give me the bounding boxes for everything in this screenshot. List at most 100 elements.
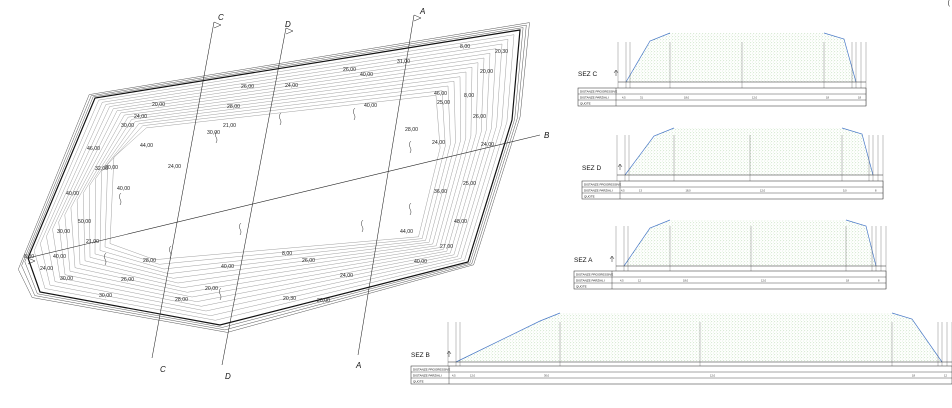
section-title: SEZ D xyxy=(582,165,601,172)
cut-flag xyxy=(413,14,422,22)
cut-label-top: B xyxy=(544,131,550,140)
elevation-label: 31,00 xyxy=(397,59,410,65)
cut-label-bottom: C xyxy=(160,365,166,374)
data-table xyxy=(410,365,952,385)
contour-ring xyxy=(94,81,456,274)
slope-line-left xyxy=(624,127,675,176)
table-cell-value: 18,0 xyxy=(684,95,690,99)
table-cell-value: 4,5 xyxy=(452,373,456,377)
elevation-label: 40,00 xyxy=(360,72,373,78)
table-cell-value: 13 xyxy=(639,188,642,192)
flow-arrow xyxy=(238,222,242,236)
table-row-label: DISTANZE PARZIALI xyxy=(580,95,609,99)
flow-arrow xyxy=(168,245,172,259)
table-row-label: DISTANZE PROGRESSIVE xyxy=(413,367,450,371)
table-row-label: DISTANZE PROGRESSIVE xyxy=(576,272,613,276)
table-cell-value: 12,0 xyxy=(710,373,716,377)
table-cell-value: 31 xyxy=(640,95,643,99)
elevation-label: 44,00 xyxy=(140,143,153,149)
elevation-label: 24,00 xyxy=(285,83,298,89)
slope-line-left xyxy=(625,32,671,83)
table-row-label: QUOTE xyxy=(580,101,591,105)
elevation-label: 28,00 xyxy=(405,127,418,133)
data-table xyxy=(581,180,884,200)
elevation-label: 24,00 xyxy=(134,114,147,120)
table-cell-value: 30,0 xyxy=(544,373,550,377)
elevation-label: 30,00 xyxy=(60,276,73,282)
table-cell-value: 18,0 xyxy=(683,278,689,282)
elevation-label: 40,00 xyxy=(414,259,427,265)
fill-area xyxy=(625,128,873,175)
table-cell-value: 5,0 xyxy=(843,188,847,192)
fill-area xyxy=(456,313,942,362)
contour-ring xyxy=(52,48,497,307)
contour-ring xyxy=(99,85,451,270)
elevation-label: 20,00 xyxy=(105,165,118,171)
cut-label-top: D xyxy=(285,20,291,29)
elevation-label: 40,00 xyxy=(53,254,66,260)
flow-arrow xyxy=(118,192,122,206)
elevation-label: 24,00 xyxy=(432,140,445,146)
elevation-labels: 8,00 20,30 26,00 31,00 20,00 26,00 24,00 40,00 4… xyxy=(24,44,508,304)
section-title: SEZ C xyxy=(578,71,597,78)
table-row-label: DISTANZE PARZIALI xyxy=(413,373,442,377)
elevation-label: 30,00 xyxy=(207,130,220,136)
elevation-label: 21,00 xyxy=(86,239,99,245)
table-row-label: DISTANZE PARZIALI xyxy=(576,278,605,282)
contour-ring xyxy=(33,34,515,321)
contour-ring xyxy=(58,53,491,302)
elevation-label: 40,00 xyxy=(221,264,234,270)
cut-label-bottom: D xyxy=(225,372,231,381)
cut-label-top: A xyxy=(419,7,425,16)
elevation-label: 26,00 xyxy=(121,277,134,283)
elevation-label: 20,00 xyxy=(205,286,218,292)
boundary-ring xyxy=(24,27,524,328)
flow-arrow xyxy=(214,130,218,144)
contour-ring xyxy=(104,90,446,265)
table-cell-value: 4,5 xyxy=(620,278,624,282)
fill-area xyxy=(626,33,856,82)
elevation-label: 40,00 xyxy=(117,186,130,192)
flow-arrow xyxy=(103,252,107,266)
contour-lines xyxy=(33,34,515,321)
elevation-label: 24,00 xyxy=(340,273,353,279)
cut-line-d xyxy=(221,27,287,366)
cut-label-top: C xyxy=(218,13,224,22)
elevation-label: 20,00 xyxy=(480,69,493,75)
elevation-label: 20,00 xyxy=(317,298,330,304)
elevation-label: 20,00 xyxy=(152,102,165,108)
boundary-ring xyxy=(21,24,527,331)
table-row-label: QUOTE xyxy=(413,379,424,383)
cut-line-b xyxy=(27,134,541,259)
datum-marker xyxy=(609,255,615,262)
cut-line-a xyxy=(357,14,415,356)
flow-arrow xyxy=(352,107,356,121)
elevation-label: 48,00 xyxy=(454,219,467,225)
table-cell-value: 12,0 xyxy=(752,95,758,99)
elevation-label: 21,00 xyxy=(223,123,236,129)
elevation-label: 26,00 xyxy=(302,258,315,264)
table-cell-value: 18 xyxy=(826,95,829,99)
elevation-label: 20,30 xyxy=(283,296,296,302)
elevation-label: 24,00 xyxy=(481,142,494,148)
elevation-label: 44,00 xyxy=(400,229,413,235)
elevation-label: 28,00 xyxy=(175,297,188,303)
fill-area xyxy=(624,220,876,266)
elevation-label: 28,00 xyxy=(143,258,156,264)
table-cell-value: 12 xyxy=(638,278,641,282)
cut-flag xyxy=(213,21,222,29)
table-cell-value: 18 xyxy=(858,95,861,99)
data-table xyxy=(573,270,887,290)
table-cell-value: 12,0 xyxy=(470,373,476,377)
contour-ring xyxy=(70,62,479,293)
table-row-label: QUOTE xyxy=(584,194,595,198)
elevation-label: 8,00 xyxy=(464,93,474,99)
elevation-label: 25,00 xyxy=(437,100,450,106)
flow-arrow xyxy=(218,287,222,301)
cut-flag xyxy=(285,27,294,35)
flow-arrow xyxy=(408,202,412,216)
